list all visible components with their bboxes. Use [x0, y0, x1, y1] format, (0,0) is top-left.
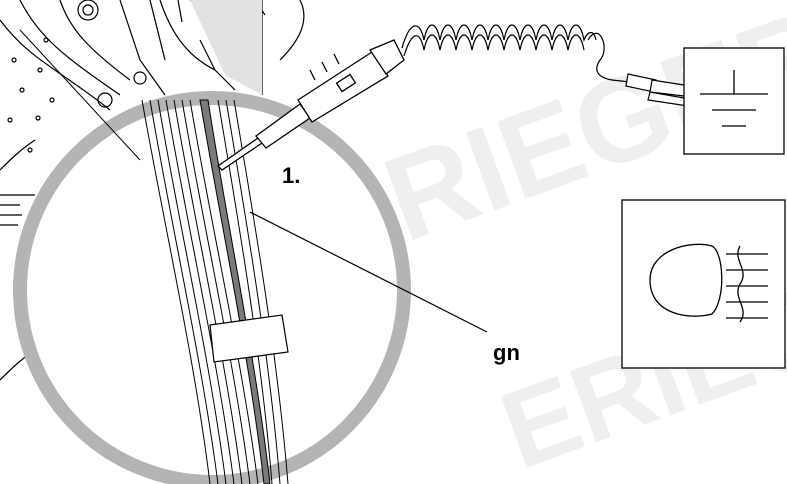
step-label: 1.: [282, 163, 301, 188]
headlamp-symbol: [621, 199, 786, 369]
test-probe: [216, 39, 405, 171]
body-panel-shade: [190, 0, 262, 95]
wire-label-leader: [249, 211, 488, 333]
green-wire: [199, 99, 271, 484]
wire-color-label: gn: [493, 340, 520, 365]
harness-tape: [209, 314, 289, 363]
coiled-cable: [401, 24, 631, 83]
magnifier-pointer-line: [19, 29, 141, 161]
ground-symbol: [683, 47, 785, 155]
